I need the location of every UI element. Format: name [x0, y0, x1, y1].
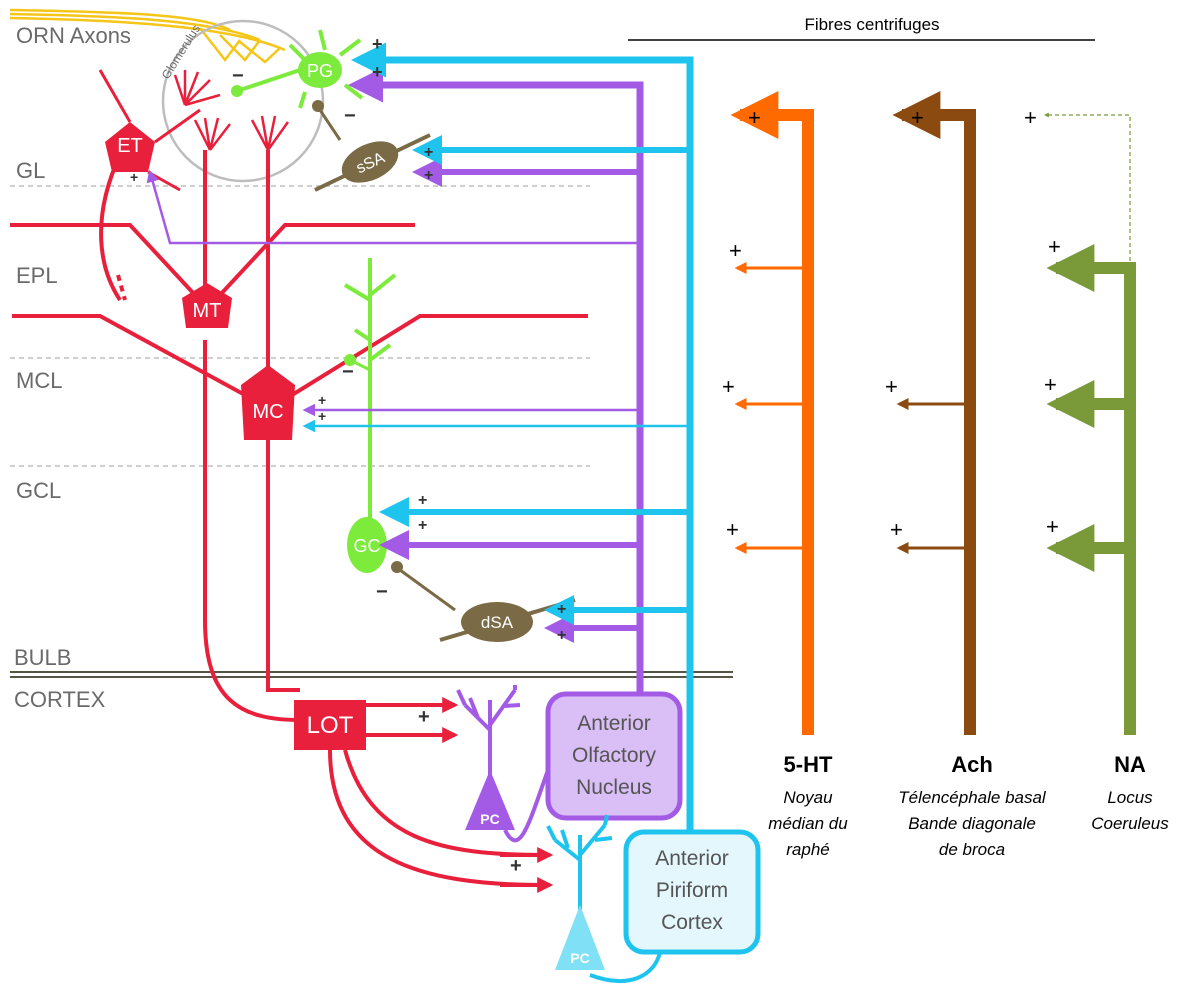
apc-box — [623, 829, 761, 955]
layer-label-cortex: CORTEX — [14, 687, 106, 712]
pc-purple-label: PC — [480, 811, 499, 827]
modulator-signs: + + + + + + + + + + + — [722, 105, 1061, 542]
mc-cell: MC — [241, 365, 295, 440]
aon-label-3: Nucleus — [576, 776, 652, 799]
layer-label-bulb: BULB — [14, 645, 71, 670]
sign-na-plus-2: + — [1048, 234, 1061, 259]
apc-label-2: Piriform — [656, 879, 728, 902]
modulator-5ht-source-3: raphé — [786, 840, 829, 859]
sign-5ht-plus-3: + — [722, 374, 735, 399]
gc-cell: GC — [343, 258, 397, 573]
sign-na-plus-1: + — [1024, 105, 1037, 130]
sign-ach-plus-2: + — [885, 374, 898, 399]
sign-ssa-minus: − — [344, 105, 356, 127]
ssa-cell: sSA — [312, 100, 431, 192]
et-cell: ET — [98, 69, 201, 192]
apc-feedback — [302, 42, 694, 830]
modulator-na-source-1: Locus — [1107, 788, 1153, 807]
sign-mc-plus-1: + — [318, 392, 326, 408]
aon-label-1: Anterior — [577, 712, 651, 735]
sign-pg-minus: − — [232, 65, 244, 87]
modulator-ach-name: Ach — [951, 752, 993, 777]
sign-pg-plus-1: + — [372, 34, 383, 54]
aon-feedback — [146, 67, 644, 700]
lot-box — [294, 700, 366, 750]
pg-label: PG — [307, 61, 333, 81]
glomerulus-circle — [161, 19, 325, 183]
aon-label-2: Olfactory — [572, 744, 657, 767]
sign-dsa-plus-2: + — [557, 627, 566, 644]
lot-label: LOT — [307, 712, 354, 739]
modulator-ach-source-1: Télencéphale basal — [898, 788, 1047, 807]
layer-label-mcl: MCL — [16, 368, 62, 393]
fibres-ach — [892, 91, 976, 735]
mc-label: MC — [252, 401, 283, 423]
pc-cyan-cell: PC — [546, 814, 662, 983]
fibres-na — [1044, 112, 1136, 735]
sign-dsa-minus: − — [376, 581, 388, 603]
sign-ssa-plus-1: + — [424, 144, 433, 161]
dsa-cell: dSA — [391, 561, 576, 642]
sign-et-plus: + — [130, 169, 138, 185]
sign-gc-plus-1: + — [418, 492, 427, 509]
dsa-label: dSA — [481, 613, 514, 632]
et-label: ET — [117, 135, 143, 157]
modulator-ach-source-2: Bande diagonale — [908, 814, 1036, 833]
synapse-signs: + + − − + + + − + + + + − + + + + — [130, 34, 566, 877]
lot-arrows — [365, 697, 554, 893]
sign-mc-plus-2: + — [318, 408, 326, 424]
sign-lot-plus: + — [418, 706, 430, 728]
sign-ach-plus-1: + — [911, 105, 924, 130]
et-dashed-axon — [116, 274, 127, 301]
layer-label-gcl: GCL — [16, 478, 61, 503]
dendritic-tufts — [173, 70, 290, 151]
gc-label: GC — [354, 536, 381, 556]
modulator-ach-source-3: de broca — [939, 840, 1005, 859]
bulb-cortex-boundary — [10, 671, 733, 678]
modulator-na-source-2: Coeruleus — [1091, 814, 1169, 833]
sign-5ht-plus-4: + — [726, 517, 739, 542]
sign-gc-minus: − — [342, 361, 354, 383]
mt-label: MT — [193, 300, 222, 322]
sign-na-plus-3: + — [1044, 372, 1057, 397]
sign-lot-plus-2: + — [510, 855, 522, 877]
modulator-5ht-source-1: Noyau — [783, 788, 833, 807]
sign-5ht-plus-2: + — [729, 238, 742, 263]
modulator-5ht-name: 5-HT — [784, 752, 833, 777]
sign-5ht-plus-1: + — [748, 105, 761, 130]
sign-ach-plus-3: + — [890, 517, 903, 542]
pc-cyan-label: PC — [570, 950, 589, 966]
sign-ssa-plus-2: + — [424, 167, 433, 184]
sign-dsa-plus-1: + — [557, 601, 566, 618]
sign-na-plus-4: + — [1046, 514, 1059, 539]
modulator-5ht-source-2: médian du — [768, 814, 848, 833]
layer-lines — [10, 185, 590, 467]
apc-label-3: Cortex — [661, 911, 723, 934]
apc-label-1: Anterior — [655, 847, 729, 870]
layer-label-gl: GL — [16, 158, 45, 183]
mt-cell: MT — [182, 283, 232, 328]
layer-label-orn: ORN Axons — [16, 23, 131, 48]
projection-axons — [10, 150, 588, 887]
sign-pg-plus-2: + — [372, 62, 383, 82]
aon-box — [545, 691, 683, 821]
sign-gc-plus-2: + — [418, 517, 427, 534]
fibres-5ht — [730, 91, 814, 735]
layer-label-epl: EPL — [16, 263, 58, 288]
diagram-title: Fibres centrifuges — [804, 15, 939, 34]
modulator-na-name: NA — [1114, 752, 1146, 777]
pc-purple-cell: PC — [456, 685, 550, 843]
